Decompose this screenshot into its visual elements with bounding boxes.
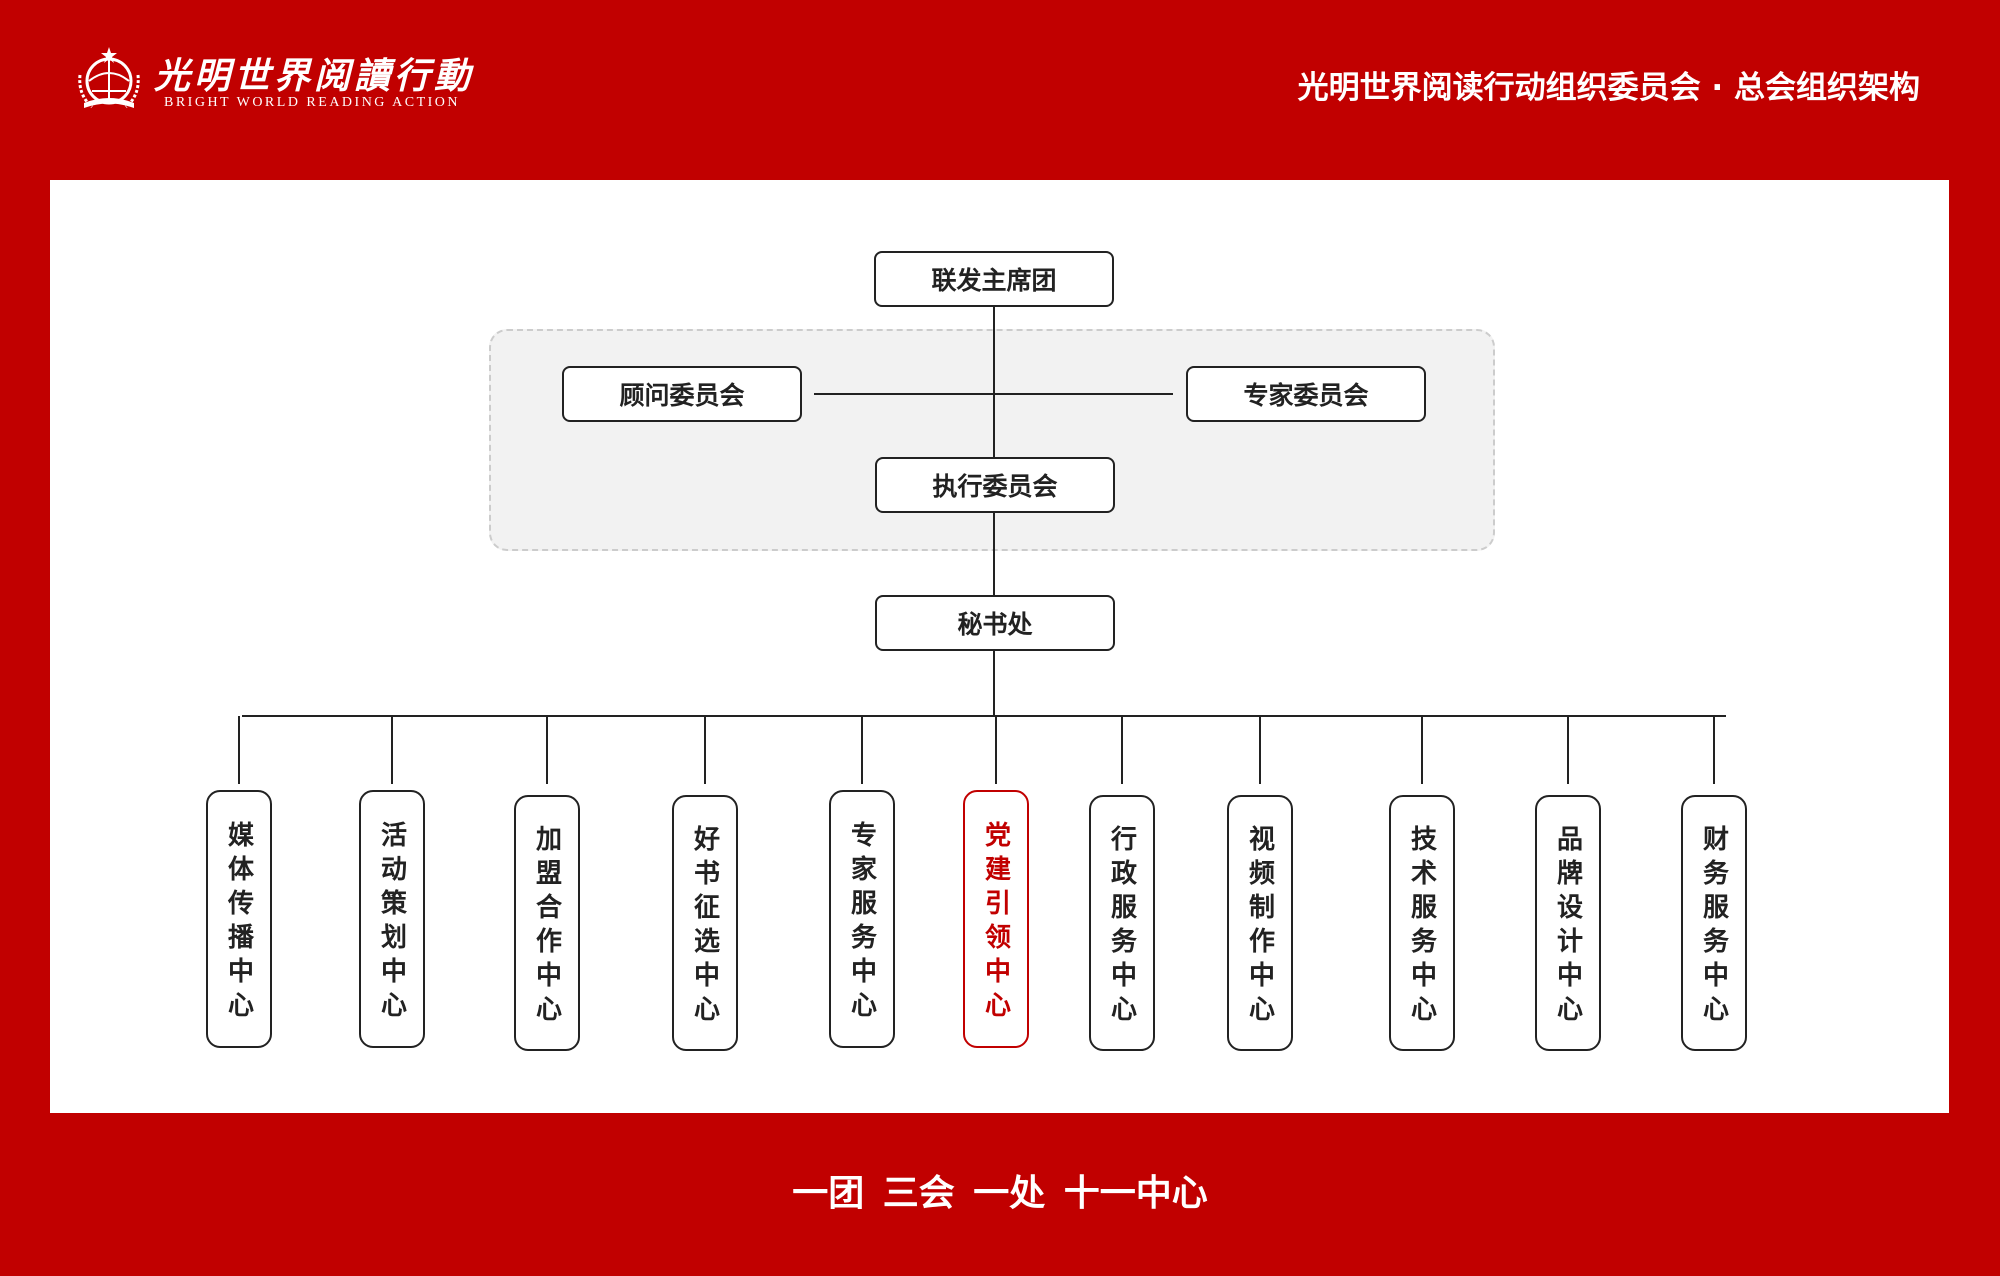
node-center[interactable]: 品牌设计中心 <box>1535 795 1601 1051</box>
logo-emblem-icon <box>78 47 140 109</box>
node-center[interactable]: 加盟合作中心 <box>514 795 580 1051</box>
node-presidium[interactable]: 联发主席团 <box>874 251 1114 307</box>
node-center[interactable]: 专家服务中心 <box>829 790 895 1048</box>
page-title: 光明世界阅读行动组织委员会 · 总会组织架构 <box>1297 70 1920 106</box>
node-expert-committee[interactable]: 专家委员会 <box>1186 366 1426 422</box>
logo-text-en: BRIGHT WORLD READING ACTION <box>164 95 461 110</box>
connector-drop <box>1421 716 1423 784</box>
connector-drop <box>1121 716 1123 784</box>
connector-drop <box>546 716 548 784</box>
connector-drop <box>1567 716 1569 784</box>
footer-summary: 一团 三会 一处 十一中心 <box>792 1173 1208 1214</box>
connector-drop <box>704 716 706 784</box>
node-center[interactable]: 行政服务中心 <box>1089 795 1155 1051</box>
node-center[interactable]: 党建引领中心 <box>963 790 1029 1048</box>
connector-drop <box>1259 716 1261 784</box>
connector-bus <box>242 715 1726 717</box>
node-center[interactable]: 活动策划中心 <box>359 790 425 1048</box>
connector-drop <box>1713 716 1715 784</box>
connector-drop <box>995 716 997 784</box>
node-center[interactable]: 视频制作中心 <box>1227 795 1293 1051</box>
node-center[interactable]: 技术服务中心 <box>1389 795 1455 1051</box>
connector-committees <box>814 393 1173 395</box>
node-advisory-committee[interactable]: 顾问委员会 <box>562 366 802 422</box>
logo: 光明世界阅讀行動 BRIGHT WORLD READING ACTION <box>74 45 474 115</box>
connector-drop <box>391 716 393 784</box>
connector-drop <box>238 716 240 784</box>
node-center[interactable]: 媒体传播中心 <box>206 790 272 1048</box>
node-center[interactable]: 好书征选中心 <box>672 795 738 1051</box>
node-executive-committee[interactable]: 执行委员会 <box>875 457 1115 513</box>
committee-zone <box>489 329 1495 551</box>
connector-drop <box>861 716 863 784</box>
logo-text-cn: 光明世界阅讀行動 <box>154 55 475 97</box>
node-secretariat[interactable]: 秘书处 <box>875 595 1115 651</box>
node-center[interactable]: 财务服务中心 <box>1681 795 1747 1051</box>
